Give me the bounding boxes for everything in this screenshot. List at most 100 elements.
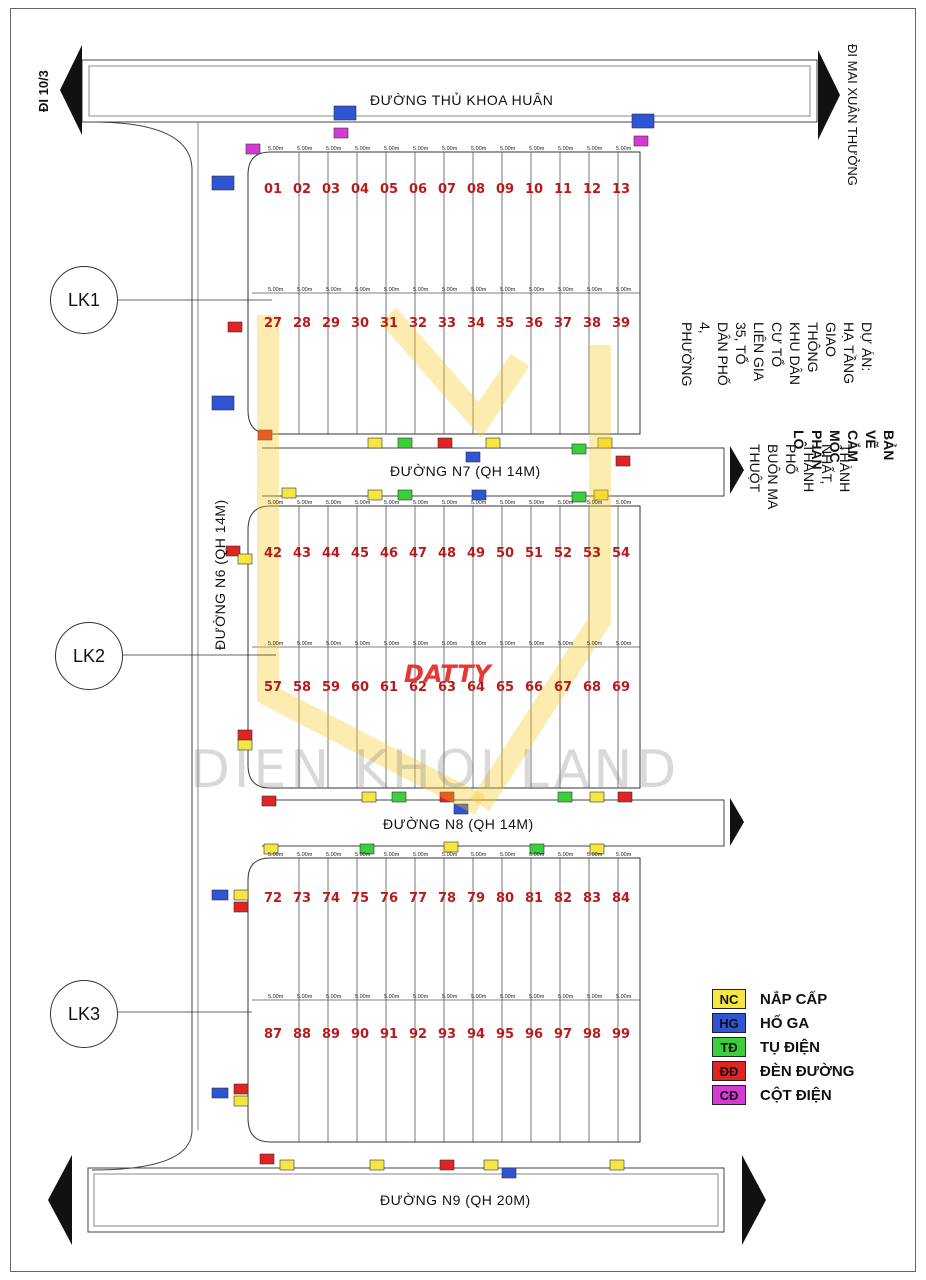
lot-number[interactable]: 08	[466, 182, 486, 197]
lot-number[interactable]: 54	[611, 546, 631, 561]
lot-number[interactable]: 04	[350, 182, 370, 197]
lot-number[interactable]: 93	[437, 1027, 457, 1042]
lot-number[interactable]: 42	[263, 546, 283, 561]
lot-width: 5.00m	[326, 500, 342, 506]
lot-number[interactable]: 95	[495, 1027, 515, 1042]
lot-number[interactable]: 83	[582, 891, 602, 906]
lot-number[interactable]: 72	[263, 891, 283, 906]
lot-number[interactable]: 11	[553, 182, 573, 197]
lot-number[interactable]: 50	[495, 546, 515, 561]
lot-number[interactable]: 53	[582, 546, 602, 561]
lot-width: 5.00m	[413, 641, 429, 647]
street-light-marker	[439, 1159, 455, 1171]
lot-number[interactable]: 67	[553, 680, 573, 695]
lot-number[interactable]: 73	[292, 891, 312, 906]
lot-number[interactable]: 75	[350, 891, 370, 906]
lot-number[interactable]: 59	[321, 680, 341, 695]
lot-number[interactable]: 31	[379, 316, 399, 331]
legend-swatch: HG	[712, 1013, 746, 1033]
lot-number[interactable]: 49	[466, 546, 486, 561]
power-pole-marker	[333, 127, 349, 139]
street-light-marker	[225, 545, 241, 557]
lot-number[interactable]: 07	[437, 182, 457, 197]
lot-width: 5.00m	[355, 500, 371, 506]
lot-number[interactable]: 57	[263, 680, 283, 695]
lot-width: 5.00m	[616, 287, 632, 293]
lot-number[interactable]: 91	[379, 1027, 399, 1042]
cap-cover-marker	[233, 889, 249, 901]
electrical-box-marker	[359, 843, 375, 855]
lot-number[interactable]: 02	[292, 182, 312, 197]
lot-number[interactable]: 96	[524, 1027, 544, 1042]
lot-number[interactable]: 65	[495, 680, 515, 695]
lot-number[interactable]: 94	[466, 1027, 486, 1042]
manhole-marker	[211, 395, 235, 411]
lot-number[interactable]: 61	[379, 680, 399, 695]
lot-number[interactable]: 89	[321, 1027, 341, 1042]
lot-number[interactable]: 99	[611, 1027, 631, 1042]
lot-width: 5.00m	[587, 641, 603, 647]
lot-number[interactable]: 09	[495, 182, 515, 197]
lot-number[interactable]: 13	[611, 182, 631, 197]
lot-width: 5.00m	[326, 852, 342, 858]
lot-number[interactable]: 29	[321, 316, 341, 331]
lot-width: 5.00m	[384, 500, 400, 506]
lot-number[interactable]: 39	[611, 316, 631, 331]
direction-left: ĐI 10/3	[36, 70, 51, 112]
lot-number[interactable]: 74	[321, 891, 341, 906]
lot-number[interactable]: 58	[292, 680, 312, 695]
lot-number[interactable]: 38	[582, 316, 602, 331]
lot-number[interactable]: 27	[263, 316, 283, 331]
lot-number[interactable]: 03	[321, 182, 341, 197]
lot-number[interactable]: 64	[466, 680, 486, 695]
lot-number[interactable]: 66	[524, 680, 544, 695]
lot-number[interactable]: 12	[582, 182, 602, 197]
lot-width: 5.00m	[413, 500, 429, 506]
lot-number[interactable]: 33	[437, 316, 457, 331]
lot-number[interactable]: 45	[350, 546, 370, 561]
watermark-shape	[257, 307, 611, 815]
lot-number[interactable]: 62	[408, 680, 428, 695]
lot-number[interactable]: 52	[553, 546, 573, 561]
lot-number[interactable]: 37	[553, 316, 573, 331]
lot-number[interactable]: 80	[495, 891, 515, 906]
lot-number[interactable]: 44	[321, 546, 341, 561]
lot-number[interactable]: 01	[263, 182, 283, 197]
lot-width: 5.00m	[587, 287, 603, 293]
lot-number[interactable]: 92	[408, 1027, 428, 1042]
lot-number[interactable]: 97	[553, 1027, 573, 1042]
lot-number[interactable]: 34	[466, 316, 486, 331]
lot-number[interactable]: 69	[611, 680, 631, 695]
lot-number[interactable]: 35	[495, 316, 515, 331]
lot-number[interactable]: 10	[524, 182, 544, 197]
lot-number[interactable]: 30	[350, 316, 370, 331]
lot-number[interactable]: 84	[611, 891, 631, 906]
lot-number[interactable]: 05	[379, 182, 399, 197]
lot-number[interactable]: 28	[292, 316, 312, 331]
lot-number[interactable]: 90	[350, 1027, 370, 1042]
lot-number[interactable]: 51	[524, 546, 544, 561]
lot-number[interactable]: 36	[524, 316, 544, 331]
lot-number[interactable]: 48	[437, 546, 457, 561]
lot-number[interactable]: 63	[437, 680, 457, 695]
lot-number[interactable]: 76	[379, 891, 399, 906]
lot-number[interactable]: 78	[437, 891, 457, 906]
lot-number[interactable]: 06	[408, 182, 428, 197]
lot-number[interactable]: 32	[408, 316, 428, 331]
lot-number[interactable]: 68	[582, 680, 602, 695]
lot-number[interactable]: 47	[408, 546, 428, 561]
lot-number[interactable]: 79	[466, 891, 486, 906]
lot-number[interactable]: 43	[292, 546, 312, 561]
lot-number[interactable]: 98	[582, 1027, 602, 1042]
lot-width: 5.00m	[471, 287, 487, 293]
lot-number[interactable]: 60	[350, 680, 370, 695]
lot-number[interactable]: 82	[553, 891, 573, 906]
lot-number[interactable]: 81	[524, 891, 544, 906]
lot-number[interactable]: 46	[379, 546, 399, 561]
lot-number[interactable]: 88	[292, 1027, 312, 1042]
lot-number[interactable]: 87	[263, 1027, 283, 1042]
lot-number[interactable]: 77	[408, 891, 428, 906]
lot-width: 5.00m	[587, 500, 603, 506]
lot-width: 5.00m	[442, 500, 458, 506]
